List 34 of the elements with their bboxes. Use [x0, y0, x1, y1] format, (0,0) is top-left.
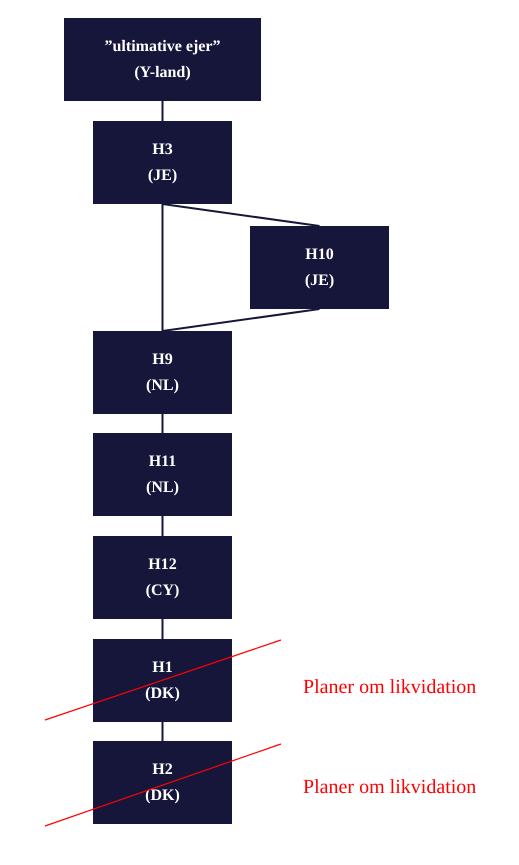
entity-name: ”ultimative ejer” — [104, 38, 220, 56]
entity-box — [93, 121, 232, 204]
entity-box — [93, 639, 232, 722]
country-label: (JE) — [304, 272, 334, 290]
country-label: (NL) — [146, 478, 179, 496]
note-text: Planer om likvidation — [303, 776, 476, 799]
entity-box — [64, 18, 261, 101]
entity-name: H1 — [152, 658, 173, 676]
country-label: (JE) — [148, 166, 178, 184]
entity-box — [250, 226, 389, 309]
connector-line — [162, 722, 164, 741]
note-text: Planer om likvidation — [303, 676, 476, 699]
entity-name: H2 — [152, 760, 173, 778]
entity-box — [93, 433, 232, 516]
entity-box — [93, 331, 232, 414]
country-label: (DK) — [145, 786, 180, 804]
connector-line — [162, 204, 164, 331]
connector-line — [162, 516, 164, 536]
entity-box — [93, 741, 232, 824]
connector-line — [162, 101, 164, 121]
entity-name: H10 — [305, 246, 334, 264]
entity-box — [93, 536, 232, 619]
entity-name: H9 — [152, 350, 173, 368]
connector-line — [162, 203, 320, 227]
connector-line — [162, 308, 320, 332]
country-label: (DK) — [145, 684, 180, 702]
entity-name: H3 — [152, 140, 173, 158]
connector-line — [162, 619, 164, 639]
country-label: (NL) — [146, 376, 179, 394]
entity-name: H12 — [148, 556, 177, 574]
entity-name: H11 — [148, 452, 176, 470]
country-label: (CY) — [146, 582, 180, 600]
connector-line — [162, 414, 164, 433]
country-label: (Y-land) — [134, 64, 191, 82]
